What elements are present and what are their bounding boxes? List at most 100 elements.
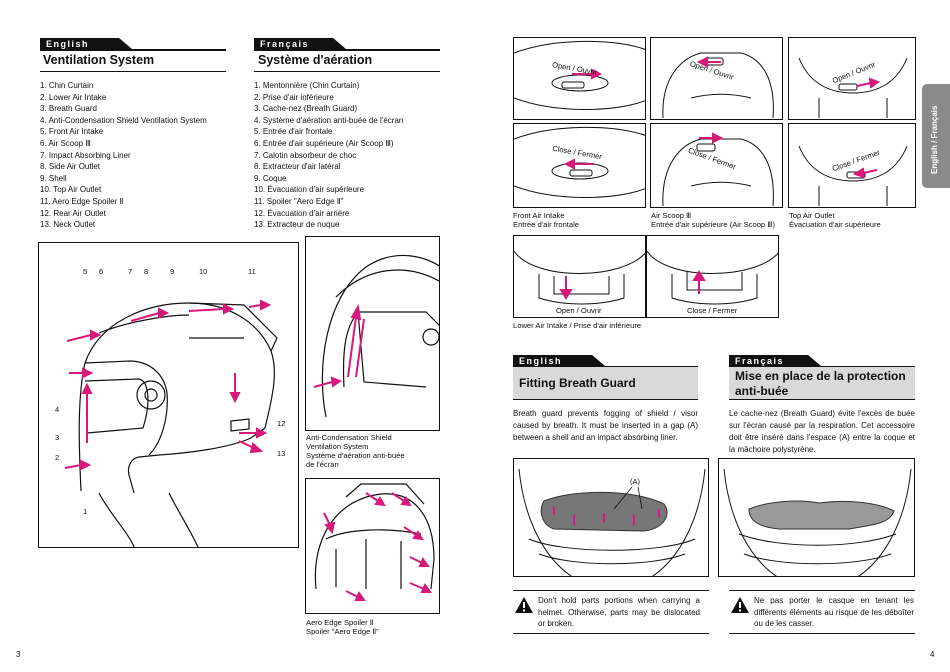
section-title-fr: Système d'aération: [258, 53, 373, 67]
label-open: Open / Ouvrir: [556, 306, 602, 315]
caption-top-outlet: Top Air Outlet Évacuation d'air supérieu…: [789, 211, 881, 229]
list-item: 6. Entrée d'air supérieure (Air Scoop Ⅲ): [254, 138, 394, 148]
callout-12: 12: [277, 419, 286, 428]
list-item: 8. Extracteur d'air latéral: [254, 162, 341, 172]
rule: [513, 633, 709, 634]
parts-list-en: 1. Chin Curtain 2. Lower Air Intake 3. B…: [40, 80, 207, 231]
caption-line: Entrée d'air frontale: [513, 220, 580, 229]
list-item: 2. Prise d'air inférieure: [254, 92, 334, 102]
side-tab: English / Français: [922, 84, 950, 188]
front-intake-close: Close / Fermer: [513, 123, 646, 208]
callout-10: 10: [199, 267, 208, 276]
callout-9: 9: [170, 267, 175, 276]
caption-line: de l'écran: [306, 460, 339, 469]
rule: [254, 49, 440, 51]
list-item: 9. Shell: [40, 173, 67, 183]
side-tab-label: English / Français: [930, 105, 939, 174]
section-title-breath-fr: Mise en place de la protection anti-buée: [729, 366, 915, 400]
lower-intake-close: Close / Fermer: [646, 235, 779, 318]
para-breath-en: Breath guard prevents fogging of shield …: [513, 409, 698, 442]
list-item: 9. Coque: [254, 173, 287, 183]
front-intake-open-illustration: [514, 40, 645, 110]
caption-spoiler: Aero Edge Spoiler Ⅱ Spoiler "Aero Edge Ⅱ…: [306, 618, 379, 636]
page-number-right: 4: [930, 650, 935, 659]
warning-text-fr: Ne pas porter le casque en tenant les di…: [754, 596, 914, 628]
callout-5: 5: [83, 267, 88, 276]
callout-4: 4: [55, 405, 60, 414]
list-item: 7. Calotin absorbeur de choc: [254, 150, 357, 160]
front-intake-open: Open / Ouvrir: [513, 37, 646, 120]
list-item: 3. Cache-nez (Breath Guard): [254, 104, 358, 114]
lang-tab-english: English: [513, 355, 605, 366]
caption-line: Front Air Intake: [513, 211, 565, 220]
shield-ventilation-detail: [305, 236, 440, 431]
list-item: 11. Spoiler "Aero Edge Ⅱ": [254, 196, 344, 206]
rule: [729, 633, 915, 634]
air-scoop-open: Open / Ouvrir: [650, 37, 783, 120]
caption-lower-intake: Lower Air Intake / Prise d'air inférieur…: [513, 321, 642, 330]
lower-intake-open-illustration: [514, 250, 645, 305]
callout-13: 13: [277, 449, 286, 458]
list-item: 10. Top Air Outlet: [40, 185, 102, 195]
warning-text-en: Don't hold parts portions when carrying …: [538, 596, 700, 628]
caption-line: Spoiler "Aero Edge Ⅱ": [306, 627, 379, 636]
callout-a: (A): [630, 477, 640, 486]
section-title-breath-en: Fitting Breath Guard: [513, 366, 698, 400]
breath-guard-gap-svg: [518, 468, 706, 576]
caption-line: Top Air Outlet: [789, 211, 835, 220]
caption-shield: Anti-Condensation Shield Ventilation Sys…: [306, 433, 405, 469]
shield-detail-illustration: [313, 254, 439, 418]
list-item: 12. Rear Air Outlet: [40, 208, 106, 218]
list-item: 13. Extracteur de nuque: [254, 220, 340, 230]
list-item: 5. Front Air Intake: [40, 127, 104, 137]
rule: [40, 71, 226, 72]
list-item: 6. Air Scoop Ⅲ: [40, 138, 91, 148]
section-title-en: Ventilation System: [43, 53, 155, 67]
callout-8: 8: [144, 267, 149, 276]
lower-intake-close-illustration: [647, 250, 778, 305]
lang-tab-french: Français: [729, 355, 821, 366]
breath-guard-fitted-illustration: [718, 458, 915, 577]
lang-tab-english: English: [40, 38, 132, 49]
air-scoop-open-illustration: [662, 52, 774, 119]
list-item: 12. Évacuation d'air arrière: [254, 208, 350, 218]
callout-11: 11: [248, 267, 256, 276]
callout-2: 2: [55, 453, 60, 462]
caption-line: Aero Edge Spoiler Ⅱ: [306, 618, 374, 627]
label-close: Close / Fermer: [687, 306, 738, 315]
warning-icon: [515, 597, 533, 618]
list-item: 11. Aero Edge Spoiler Ⅱ: [40, 196, 124, 206]
list-item: 13. Neck Outlet: [40, 220, 96, 230]
callout-6: 6: [99, 267, 104, 276]
caption-front-intake: Front Air Intake Entrée d'air frontale: [513, 211, 579, 229]
helmet-side-illustration: [64, 299, 278, 547]
caption-line: Système d'aération anti-buée: [306, 451, 405, 460]
top-outlet-close-illustration: [798, 145, 908, 206]
caption-line: Évacuation d'air supérieure: [789, 220, 881, 229]
helmet-ventilation-diagram: 5 6 7 8 9 10 11 4 3 2 1 12 13: [38, 242, 299, 548]
breath-guard-fitted-svg: [723, 468, 912, 576]
air-scoop-close-illustration: [662, 132, 774, 207]
top-outlet-close: Close / Fermer: [788, 123, 916, 208]
list-item: 1. Mentonnière (Chin Curtain): [254, 81, 360, 90]
callout-1: 1: [83, 507, 88, 516]
caption-line: Ventilation System: [306, 442, 369, 451]
page-number-left: 3: [16, 650, 21, 659]
para-breath-fr: Le cache-nez (Breath Guard) évite l'excè…: [729, 409, 915, 454]
list-item: 5. Entrée d'air frontale: [254, 127, 333, 137]
spoiler-illustration: [314, 483, 435, 601]
list-item: 10. Évacuation d'air supérieure: [254, 185, 365, 195]
top-outlet-open: Open / Ouvrir: [788, 37, 916, 120]
callout-3: 3: [55, 433, 60, 442]
list-item: 4. Anti-Condensation Shield Ventilation …: [40, 115, 207, 125]
top-outlet-open-illustration: [798, 57, 908, 118]
list-item: 3. Breath Guard: [40, 104, 97, 114]
parts-list-fr: 1. Mentonnière (Chin Curtain) 2. Prise d…: [254, 80, 403, 231]
caption-line: Anti-Condensation Shield: [306, 433, 392, 442]
lang-tab-french: Français: [254, 38, 346, 49]
caption-air-scoop: Air Scoop Ⅲ Entrée d'air supérieure (Air…: [651, 211, 775, 229]
rule: [513, 590, 709, 591]
list-item: 1. Chin Curtain: [40, 81, 94, 90]
caption-line: Entrée d'air supérieure (Air Scoop Ⅲ): [651, 220, 776, 229]
rule: [40, 49, 226, 51]
